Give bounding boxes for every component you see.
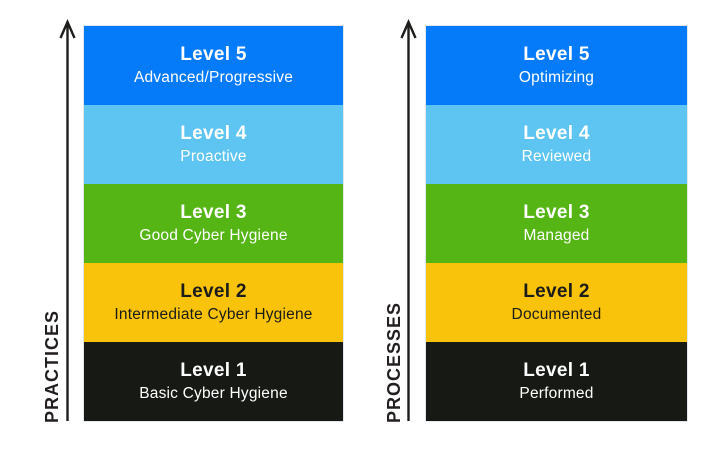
level-band: Level 1 Performed <box>426 342 687 421</box>
level-title: Level 3 <box>180 202 247 223</box>
level-subtitle: Reviewed <box>521 148 592 165</box>
level-title: Level 2 <box>523 281 590 302</box>
level-subtitle: Managed <box>523 227 590 244</box>
level-subtitle: Performed <box>519 385 594 402</box>
level-title: Level 4 <box>523 123 590 144</box>
level-subtitle: Optimizing <box>518 69 595 86</box>
level-title: Level 2 <box>180 281 247 302</box>
level-subtitle: Basic Cyber Hygiene <box>139 385 288 402</box>
level-band: Level 5 Optimizing <box>426 26 687 105</box>
level-subtitle: Proactive <box>180 148 247 165</box>
up-arrow-icon <box>59 19 76 421</box>
level-subtitle: Good Cyber Hygiene <box>139 227 288 244</box>
level-subtitle: Advanced/Progressive <box>133 69 294 86</box>
level-band: Level 3 Good Cyber Hygiene <box>84 184 343 263</box>
level-band: Level 2 Intermediate Cyber Hygiene <box>84 263 343 342</box>
level-band: Level 1 Basic Cyber Hygiene <box>84 342 343 421</box>
level-band: Level 5 Advanced/Progressive <box>84 26 343 105</box>
level-title: Level 1 <box>180 360 247 381</box>
level-title: Level 3 <box>523 202 590 223</box>
level-band: Level 3 Managed <box>426 184 687 263</box>
level-subtitle: Documented <box>511 306 602 323</box>
level-title: Level 4 <box>180 123 247 144</box>
level-title: Level 5 <box>180 44 247 65</box>
up-arrow-icon <box>400 19 417 421</box>
level-subtitle: Intermediate Cyber Hygiene <box>114 306 313 323</box>
level-band: Level 2 Documented <box>426 263 687 342</box>
processes-level-stack: Level 5 Optimizing Level 4 Reviewed Leve… <box>425 25 688 422</box>
level-band: Level 4 Reviewed <box>426 105 687 184</box>
level-band: Level 4 Proactive <box>84 105 343 184</box>
level-title: Level 5 <box>523 44 590 65</box>
practices-level-stack: Level 5 Advanced/Progressive Level 4 Pro… <box>83 25 344 422</box>
level-title: Level 1 <box>523 360 590 381</box>
